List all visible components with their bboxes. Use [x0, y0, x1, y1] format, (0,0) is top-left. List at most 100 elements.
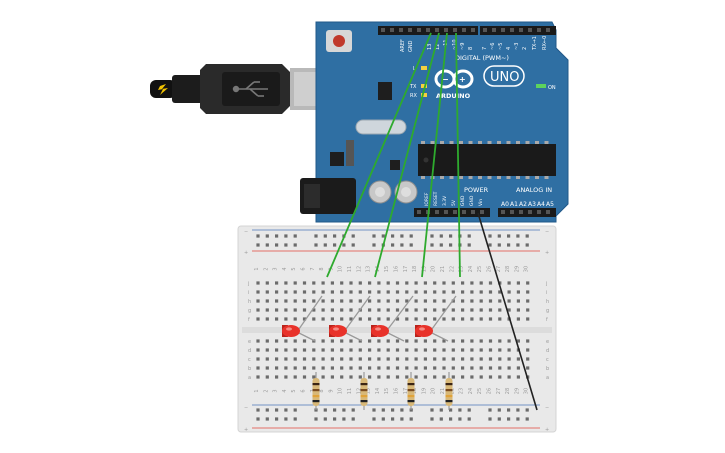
- grid-hole[interactable]: [302, 281, 307, 285]
- grid-hole[interactable]: [321, 308, 325, 312]
- grid-hole[interactable]: [488, 317, 493, 321]
- grid-hole[interactable]: [498, 366, 502, 370]
- grid-hole[interactable]: [461, 308, 465, 312]
- grid-hole[interactable]: [395, 339, 400, 343]
- led-4[interactable]: [415, 295, 457, 342]
- wire-pin11-led3[interactable]: [421, 32, 448, 278]
- grid-hole[interactable]: [507, 308, 511, 312]
- grid-hole[interactable]: [368, 317, 372, 321]
- grid-hole[interactable]: [498, 281, 502, 285]
- rail-hole[interactable]: [293, 234, 297, 238]
- rail-hole[interactable]: [265, 408, 269, 412]
- grid-hole[interactable]: [498, 348, 502, 352]
- grid-hole[interactable]: [349, 357, 353, 361]
- grid-hole[interactable]: [414, 281, 418, 285]
- grid-hole[interactable]: [395, 308, 400, 312]
- grid-hole[interactable]: [479, 290, 483, 294]
- grid-hole[interactable]: [470, 299, 474, 303]
- grid-hole[interactable]: [321, 299, 325, 303]
- rail-hole[interactable]: [516, 417, 520, 421]
- grid-hole[interactable]: [312, 317, 316, 321]
- rail-hole[interactable]: [351, 417, 355, 421]
- rail-hole[interactable]: [488, 408, 492, 412]
- header-hole[interactable]: [510, 28, 514, 32]
- grid-hole[interactable]: [349, 348, 353, 352]
- grid-hole[interactable]: [414, 375, 418, 379]
- grid-hole[interactable]: [442, 375, 446, 379]
- header-hole[interactable]: [417, 210, 421, 214]
- grid-hole[interactable]: [340, 317, 344, 321]
- resistor-1[interactable]: [312, 372, 320, 410]
- grid-hole[interactable]: [340, 290, 344, 294]
- grid-hole[interactable]: [358, 375, 362, 379]
- grid-hole[interactable]: [349, 375, 353, 379]
- grid-hole[interactable]: [256, 366, 260, 370]
- grid-hole[interactable]: [330, 308, 334, 312]
- header-hole[interactable]: [417, 28, 421, 32]
- grid-hole[interactable]: [479, 366, 483, 370]
- grid-hole[interactable]: [516, 366, 520, 370]
- grid-hole[interactable]: [470, 317, 474, 321]
- grid-hole[interactable]: [275, 366, 279, 370]
- grid-hole[interactable]: [284, 317, 288, 321]
- grid-hole[interactable]: [405, 366, 409, 370]
- grid-hole[interactable]: [442, 281, 446, 285]
- header-hole[interactable]: [444, 28, 448, 32]
- header-hole[interactable]: [453, 28, 457, 32]
- grid-hole[interactable]: [451, 308, 455, 312]
- grid-hole[interactable]: [442, 290, 446, 294]
- grid-hole[interactable]: [275, 299, 279, 303]
- grid-hole[interactable]: [414, 308, 418, 312]
- grid-hole[interactable]: [461, 281, 465, 285]
- grid-hole[interactable]: [405, 375, 409, 379]
- grid-hole[interactable]: [395, 317, 400, 321]
- header-hole[interactable]: [390, 28, 394, 32]
- grid-hole[interactable]: [405, 308, 409, 312]
- grid-hole[interactable]: [340, 308, 344, 312]
- led-2[interactable]: [329, 295, 371, 342]
- grid-hole[interactable]: [442, 339, 446, 343]
- grid-hole[interactable]: [349, 308, 353, 312]
- grid-hole[interactable]: [349, 281, 353, 285]
- header-hole[interactable]: [492, 28, 496, 32]
- grid-hole[interactable]: [293, 375, 297, 379]
- rail-hole[interactable]: [391, 234, 395, 238]
- rail-hole[interactable]: [391, 243, 395, 247]
- grid-hole[interactable]: [442, 357, 446, 361]
- grid-hole[interactable]: [275, 348, 279, 352]
- grid-hole[interactable]: [395, 357, 400, 361]
- grid-hole[interactable]: [340, 348, 344, 352]
- rail-hole[interactable]: [430, 408, 434, 412]
- grid-hole[interactable]: [423, 348, 427, 352]
- grid-hole[interactable]: [414, 317, 418, 321]
- grid-hole[interactable]: [423, 366, 427, 370]
- rail-hole[interactable]: [333, 243, 337, 247]
- grid-hole[interactable]: [265, 299, 269, 303]
- grid-hole[interactable]: [526, 281, 530, 285]
- grid-hole[interactable]: [330, 281, 334, 285]
- grid-hole[interactable]: [386, 348, 390, 352]
- grid-hole[interactable]: [461, 375, 465, 379]
- rail-hole[interactable]: [400, 417, 404, 421]
- grid-hole[interactable]: [395, 375, 400, 379]
- header-hole[interactable]: [519, 28, 523, 32]
- grid-hole[interactable]: [470, 375, 474, 379]
- header-hole[interactable]: [537, 28, 541, 32]
- grid-hole[interactable]: [275, 375, 279, 379]
- grid-hole[interactable]: [377, 281, 381, 285]
- grid-hole[interactable]: [293, 366, 297, 370]
- rail-hole[interactable]: [275, 408, 279, 412]
- grid-hole[interactable]: [256, 357, 260, 361]
- rail-hole[interactable]: [516, 243, 520, 247]
- grid-hole[interactable]: [451, 375, 455, 379]
- rail-hole[interactable]: [488, 234, 492, 238]
- grid-hole[interactable]: [498, 375, 502, 379]
- grid-hole[interactable]: [321, 290, 325, 294]
- grid-hole[interactable]: [470, 366, 474, 370]
- grid-hole[interactable]: [386, 357, 390, 361]
- grid-hole[interactable]: [507, 375, 511, 379]
- grid-hole[interactable]: [461, 299, 465, 303]
- grid-hole[interactable]: [386, 366, 390, 370]
- rail-hole[interactable]: [497, 243, 501, 247]
- rail-hole[interactable]: [449, 243, 453, 247]
